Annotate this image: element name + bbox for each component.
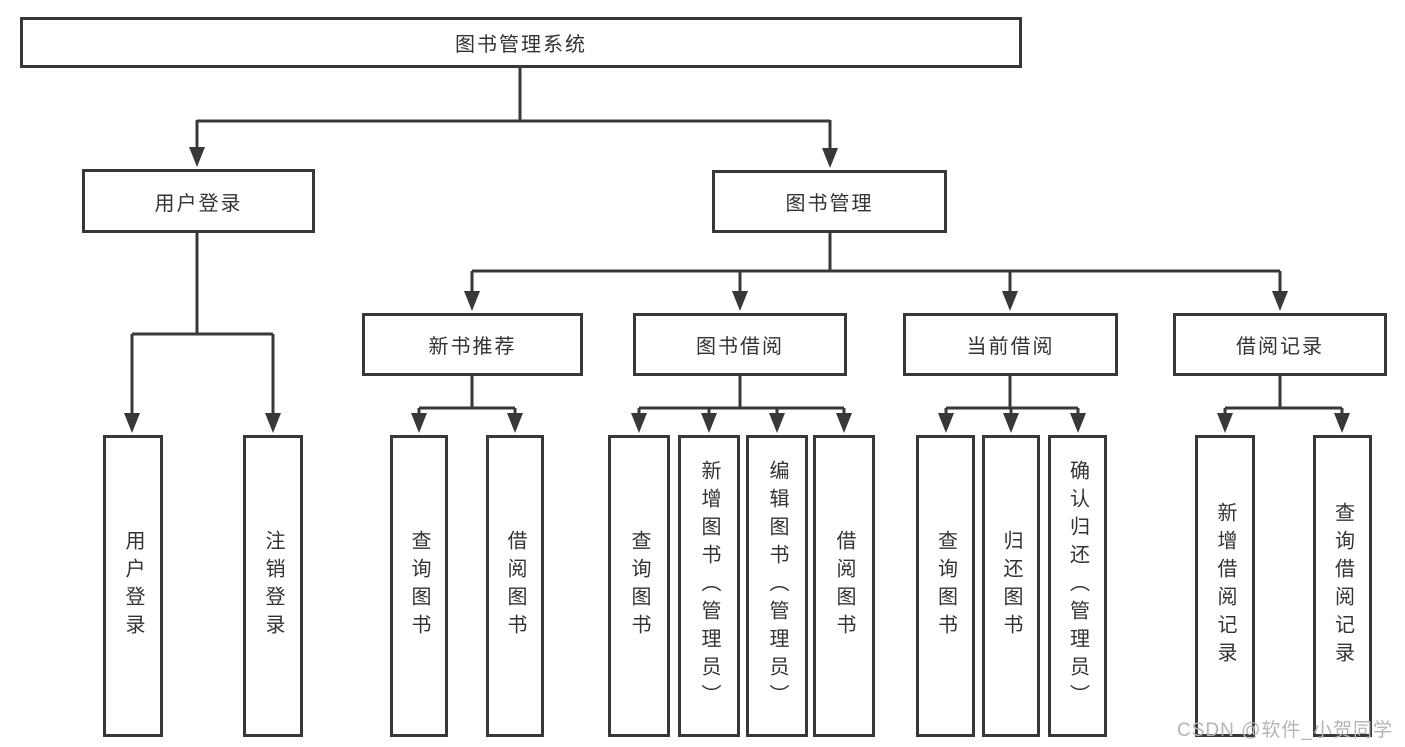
node-new-book-recommend-label: 新书推荐: [428, 336, 517, 358]
leaf-confirm-return-admin-label: 确认归还（管理员）: [1066, 460, 1089, 712]
node-current-borrow-label: 当前借阅: [966, 336, 1055, 358]
node-root-label: 图书管理系统: [455, 34, 587, 56]
leaf-borrow-books: 借阅图书: [813, 435, 875, 737]
node-borrow-records-label: 借阅记录: [1236, 336, 1324, 358]
leaf-query-borrow-record-label: 查询借阅记录: [1331, 502, 1354, 670]
leaf-borrow-query-books: 查询图书: [608, 435, 670, 737]
leaf-borrow-query-books-label: 查询图书: [628, 530, 650, 642]
node-user-login: 用户登录: [82, 169, 315, 233]
leaf-add-book-admin: 新增图书（管理员）: [678, 435, 740, 737]
leaf-user-login-label: 用户登录: [122, 530, 144, 642]
leaf-recommend-borrow-books-label: 借阅图书: [504, 530, 526, 642]
leaf-return-book: 归还图书: [982, 435, 1040, 737]
leaf-borrow-books-label: 借阅图书: [833, 530, 855, 642]
leaf-add-borrow-record-label: 新增借阅记录: [1214, 502, 1236, 670]
leaf-recommend-query-books-label: 查询图书: [408, 530, 430, 642]
leaf-return-book-label: 归还图书: [1000, 530, 1022, 642]
node-borrow-records: 借阅记录: [1173, 313, 1387, 376]
leaf-confirm-return-admin: 确认归还（管理员）: [1048, 435, 1107, 737]
watermark: CSDN @软件_小贺同学: [1177, 720, 1393, 741]
leaf-edit-book-admin: 编辑图书（管理员）: [746, 435, 808, 737]
node-book-management-label: 图书管理: [785, 193, 874, 215]
leaf-current-query-books: 查询图书: [916, 435, 975, 737]
leaf-query-borrow-record: 查询借阅记录: [1313, 435, 1372, 737]
node-root: 图书管理系统: [20, 17, 1022, 68]
node-current-borrow: 当前借阅: [903, 313, 1118, 376]
node-user-login-label: 用户登录: [154, 192, 243, 215]
node-book-borrow: 图书借阅: [633, 313, 847, 376]
leaf-add-book-admin-label: 新增图书（管理员）: [698, 460, 720, 712]
leaf-current-query-books-label: 查询图书: [934, 530, 957, 642]
leaf-edit-book-admin-label: 编辑图书（管理员）: [766, 460, 788, 712]
leaf-recommend-borrow-books: 借阅图书: [486, 435, 544, 737]
node-new-book-recommend: 新书推荐: [362, 313, 583, 376]
leaf-recommend-query-books: 查询图书: [390, 435, 448, 737]
leaf-user-login: 用户登录: [103, 435, 163, 737]
node-book-management: 图书管理: [712, 170, 947, 233]
leaf-logout-label: 注销登录: [262, 530, 284, 642]
leaf-logout: 注销登录: [243, 435, 303, 737]
node-book-borrow-label: 图书借阅: [696, 336, 784, 358]
leaf-add-borrow-record: 新增借阅记录: [1195, 435, 1255, 737]
